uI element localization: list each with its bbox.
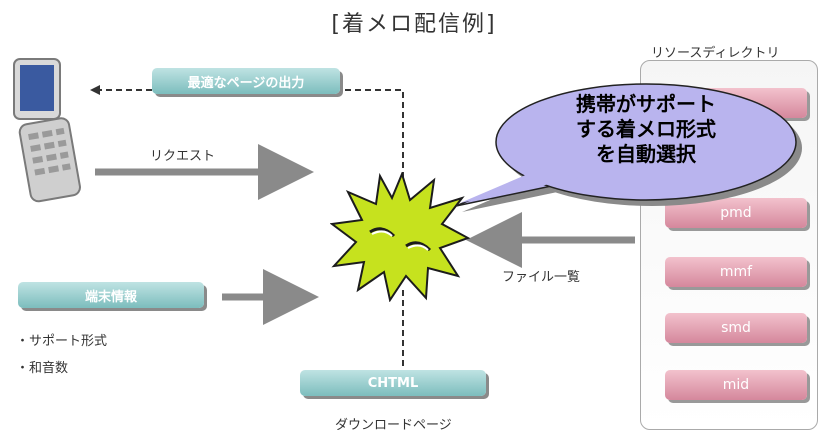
resource-item-smd: smd <box>665 313 807 343</box>
terminal-info-box: 端末情報 <box>18 282 204 308</box>
bullet-polyphony-count: ・和音数 <box>16 361 69 376</box>
output-page-label: 最適なページの出力 <box>187 75 305 91</box>
callout-text: 携帯がサポート する着メロ形式 を自動選択 <box>536 92 756 167</box>
output-dashed-line <box>345 89 404 178</box>
resource-item-mid: mid <box>665 370 807 400</box>
bullet-support-format: ・サポート形式 <box>16 334 108 349</box>
download-page-label: ダウンロードページ <box>335 418 452 433</box>
chtml-label: CHTML <box>367 375 419 391</box>
terminal-info-label: 端末情報 <box>84 289 137 305</box>
file-list-label: ファイル一覧 <box>502 270 581 285</box>
mobile-phone-icon <box>13 58 81 203</box>
callout-line-2: する着メロ形式 <box>576 117 716 141</box>
resource-item-mmf: mmf <box>665 257 807 287</box>
chtml-box: CHTML <box>300 370 486 396</box>
resource-directory-title: リソースディレクトリ <box>651 46 780 61</box>
diagram-title: [着メロ配信例] <box>331 12 497 37</box>
callout-line-3: を自動選択 <box>596 142 696 166</box>
output-page-box: 最適なページの出力 <box>152 68 340 94</box>
burst-server-icon <box>330 172 470 302</box>
request-label: リクエスト <box>150 149 216 164</box>
callout-bubble <box>455 83 802 212</box>
callout-line-1: 携帯がサポート <box>576 92 716 116</box>
